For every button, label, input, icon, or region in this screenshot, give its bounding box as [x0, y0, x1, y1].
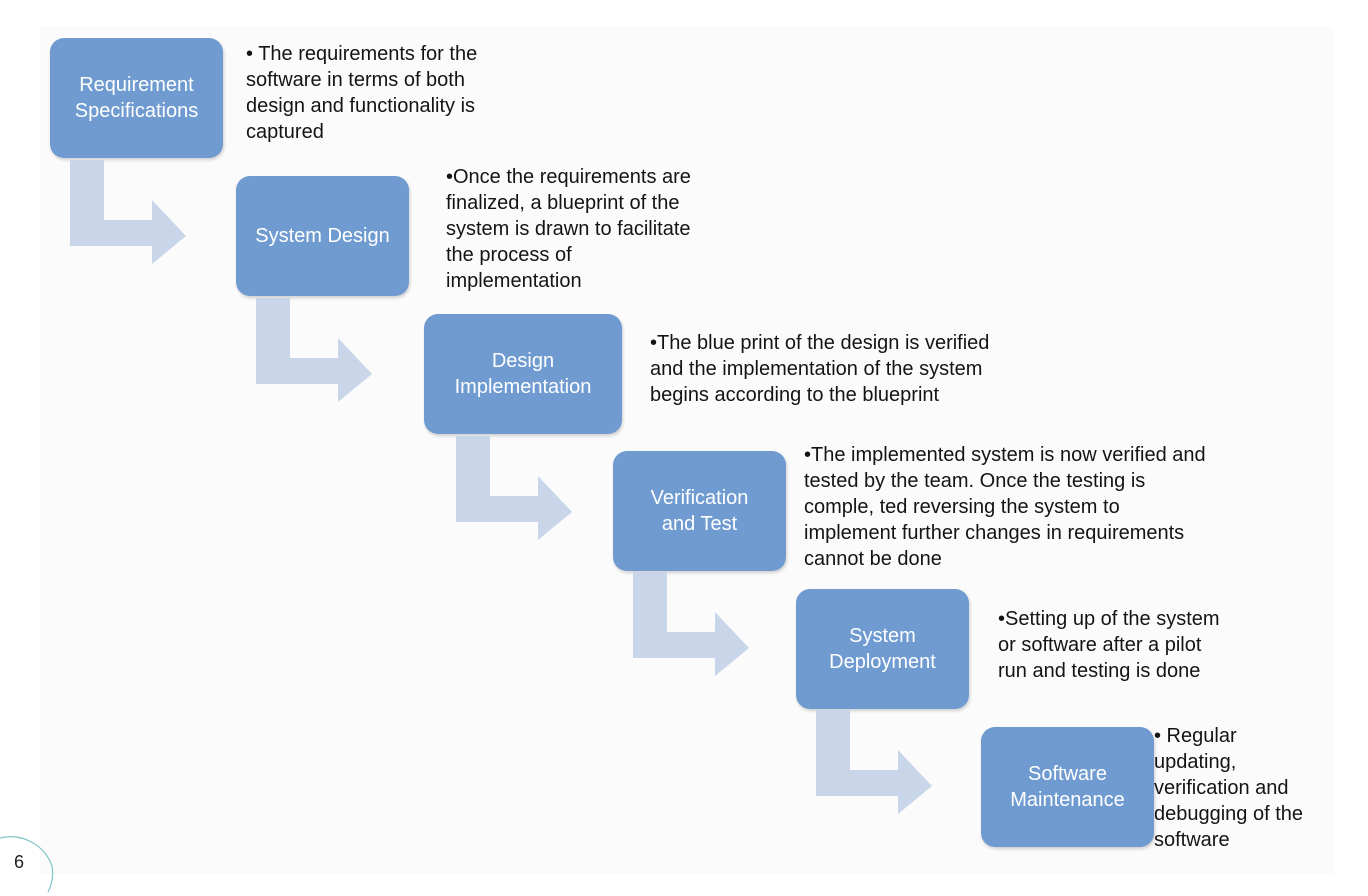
- page-number-circle-icon: [0, 836, 54, 893]
- bent-arrow-icon: [256, 298, 372, 402]
- step-box-software-maintenance: Software Maintenance: [981, 727, 1154, 847]
- page-number: 6: [14, 852, 25, 872]
- step-box-system-design: System Design: [236, 176, 409, 296]
- step-description-system-deployment: •Setting up of the system or software af…: [998, 608, 1220, 682]
- bent-arrow-icon: [456, 436, 572, 540]
- step-description-software-maintenance: • Regular updating, verification and deb…: [1154, 725, 1304, 851]
- step-description-design-implementation: •The blue print of the design is verifie…: [650, 332, 990, 406]
- step-box-requirement-specifications: Requirement Specifications: [50, 38, 223, 158]
- step-box-verification-and-test: Verification and Test: [613, 451, 786, 571]
- bent-arrow-icon: [633, 572, 749, 676]
- bent-arrow-icon: [70, 160, 186, 264]
- step-box-system-deployment: System Deployment: [796, 589, 969, 709]
- step-description-requirement-specifications: • The requirements for the software in t…: [246, 43, 478, 143]
- waterfall-diagram: Requirement Specifications System Design…: [0, 38, 1304, 893]
- bent-arrow-icon: [816, 710, 932, 814]
- step-box-design-implementation: Design Implementation: [424, 314, 622, 434]
- step-description-verification-and-test: •The implemented system is now verified …: [804, 444, 1206, 570]
- step-description-system-design: •Once the requirements are finalized, a …: [446, 166, 691, 292]
